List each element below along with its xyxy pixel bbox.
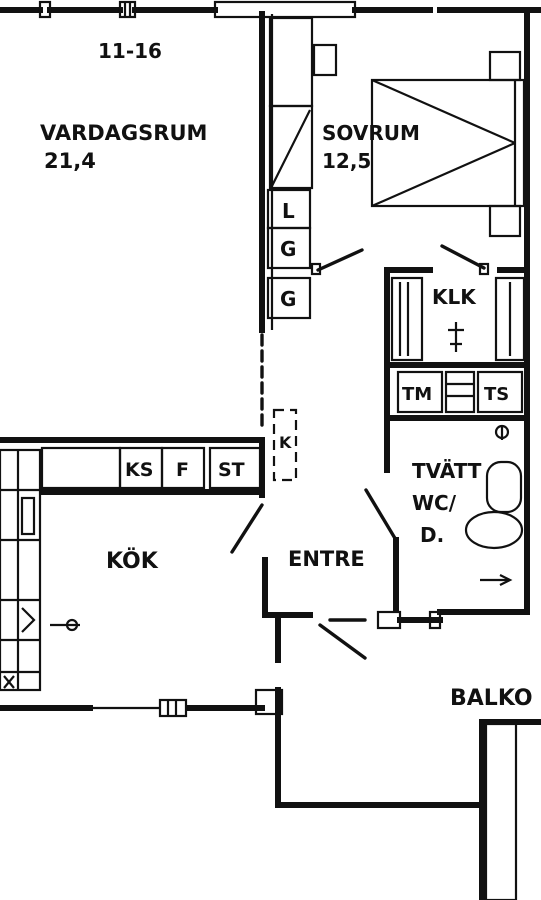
entrance-name: ENTRE: [288, 547, 365, 571]
laundry-line3: D.: [420, 523, 444, 547]
bedroom-doors: [310, 244, 490, 276]
balcony-walls: [479, 719, 541, 900]
laundry-line2: WC/: [412, 491, 457, 515]
electric-outlet-icon: [448, 322, 464, 352]
washer-label: TM: [402, 384, 432, 405]
apartment-id: 11-16: [98, 39, 162, 63]
entrance-walls: [262, 557, 530, 808]
laundry-line1: TVÄTT: [412, 459, 482, 483]
kitchen-door: [230, 503, 264, 554]
storage-label: ST: [218, 459, 245, 481]
electric-panel-icon: [50, 618, 80, 632]
storage: [208, 446, 262, 490]
freezer: [160, 446, 206, 490]
k-cabinet: [272, 408, 298, 482]
bedroom-area: 12,5: [322, 149, 371, 173]
dryer-label: TS: [484, 384, 509, 405]
wardrobe-g2: [266, 276, 312, 320]
wardrobe-g1: [266, 226, 312, 270]
dryer: [476, 370, 524, 414]
laundry-appliances: [389, 370, 530, 421]
wardrobe-column: [266, 16, 338, 320]
kitchen-left-counter: [0, 448, 42, 692]
wardrobe-l-label: L: [282, 199, 295, 223]
fridge-label: KS: [125, 459, 153, 481]
kitchen-name: KÖK: [106, 548, 159, 574]
top-wall: [0, 0, 541, 19]
k-cabinet-label: K: [279, 433, 292, 452]
bedroom-name: SOVRUM: [322, 121, 420, 145]
kitchen-counter: [39, 446, 265, 495]
closet-name: KLK: [432, 285, 477, 309]
balcony-name: BALKO: [450, 686, 533, 711]
laundry-door: [364, 488, 399, 613]
closet: [384, 267, 530, 613]
freezer-label: F: [176, 459, 189, 481]
washer: [396, 370, 444, 414]
kitchen-bottom-wall: [0, 688, 284, 718]
bed: [370, 50, 526, 238]
wardrobe-g1-label: G: [280, 237, 296, 261]
living-room-name: VARDAGSRUM: [40, 121, 207, 145]
wardrobe-g2-label: G: [280, 287, 296, 311]
living-room-area: 21,4: [44, 149, 96, 173]
floor-drain-icon: [494, 424, 510, 440]
sanitary-fixtures: [464, 460, 524, 586]
